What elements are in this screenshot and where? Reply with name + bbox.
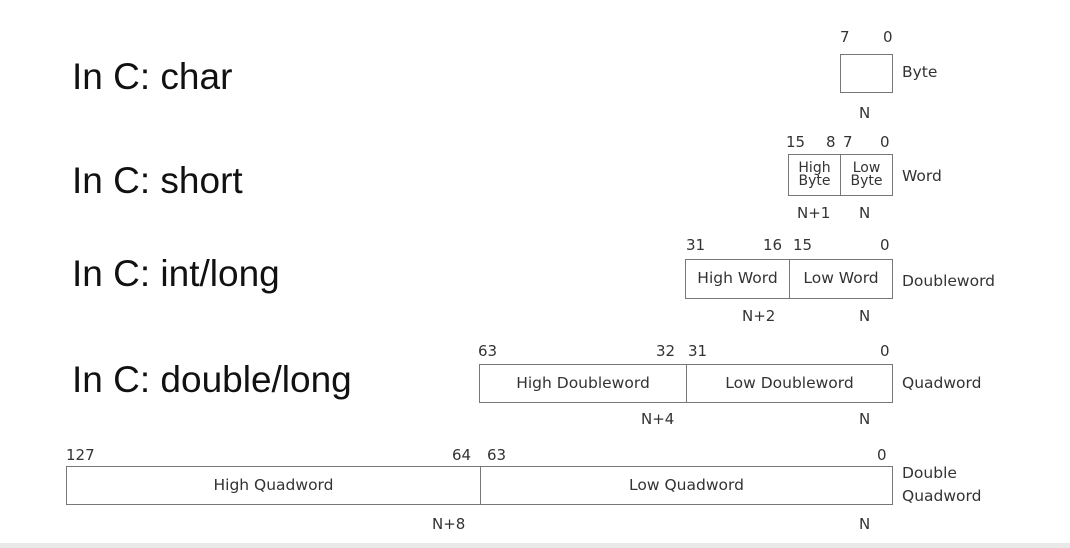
bit-7-label: 7 <box>840 28 850 46</box>
qword-address-high: N+4 <box>641 410 675 428</box>
dqword-type-label-line1: Double <box>902 464 957 482</box>
ctype-double-long: In C: double/long <box>72 359 352 400</box>
dqword-type-label-line2: Quadword <box>902 487 982 505</box>
dword-address-low: N <box>859 307 871 325</box>
dqword-bit-64-label: 64 <box>452 446 472 464</box>
dword-address-high: N+2 <box>742 307 776 325</box>
dqword-low-qword-cell: Low Quadword <box>629 475 744 494</box>
doubleword-type-label: Doubleword <box>902 272 996 290</box>
ctype-short: In C: short <box>72 160 243 201</box>
qword-bit-31-label: 31 <box>688 342 708 360</box>
dword-bit-15-label: 15 <box>793 236 813 254</box>
quadword-type-label: Quadword <box>902 374 982 392</box>
ctype-int-long: In C: int/long <box>72 253 280 294</box>
qword-bit-63-label: 63 <box>478 342 498 360</box>
dword-bit-16-label: 16 <box>763 236 783 254</box>
dword-bit-31-label: 31 <box>686 236 706 254</box>
dqword-bit-63-label: 63 <box>487 446 507 464</box>
dqword-address-high: N+8 <box>432 515 466 533</box>
bit-0-label: 0 <box>883 28 893 46</box>
byte-box <box>840 54 893 93</box>
qword-high-dword-cell: High Doubleword <box>516 373 650 392</box>
word-box: High Byte Low Byte <box>788 154 893 196</box>
qword-bit-0-label: 0 <box>880 342 890 360</box>
dword-high-word-cell: High Word <box>697 269 778 288</box>
word-address-high: N+1 <box>797 204 831 222</box>
dword-low-word-cell: Low Word <box>803 269 879 288</box>
word-address-low: N <box>859 204 871 222</box>
qword-divider <box>686 365 687 402</box>
word-low-byte-cell: Low Byte <box>850 159 883 189</box>
qword-low-dword-cell: Low Doubleword <box>725 373 854 392</box>
dword-bit-0-label: 0 <box>880 236 890 254</box>
word-high-byte-cell: High Byte <box>798 159 831 189</box>
word-type-label: Word <box>902 167 942 185</box>
dword-divider <box>789 260 790 298</box>
word-bit-0-label: 0 <box>880 133 890 151</box>
qword-address-low: N <box>859 410 871 428</box>
quadword-box: High Doubleword Low Doubleword <box>479 364 893 403</box>
ctype-char: In C: char <box>72 56 233 97</box>
word-bit-8-label: 8 <box>826 133 836 151</box>
word-bit-15-label: 15 <box>786 133 806 151</box>
word-divider <box>840 155 841 195</box>
byte-type-label: Byte <box>902 63 938 81</box>
dqword-divider <box>480 467 481 504</box>
byte-address: N <box>859 104 871 122</box>
dqword-address-low: N <box>859 515 871 533</box>
double-quadword-box: High Quadword Low Quadword <box>66 466 893 505</box>
word-bit-7-label: 7 <box>843 133 853 151</box>
bottom-band <box>0 543 1070 548</box>
qword-bit-32-label: 32 <box>656 342 676 360</box>
dqword-bit-127-label: 127 <box>66 446 95 464</box>
dqword-high-qword-cell: High Quadword <box>213 475 334 494</box>
doubleword-box: High Word Low Word <box>685 259 893 299</box>
dqword-bit-0-label: 0 <box>877 446 887 464</box>
